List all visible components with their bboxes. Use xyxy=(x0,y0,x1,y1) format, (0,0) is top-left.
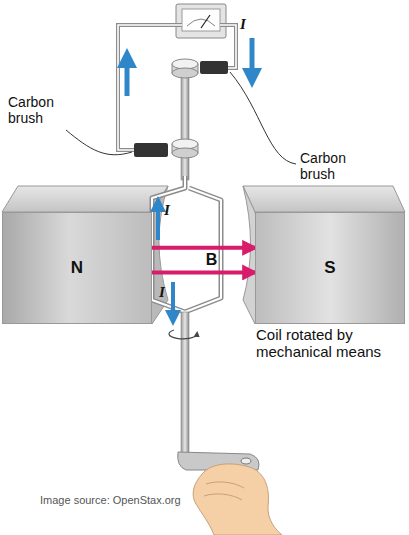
pole-letter: N xyxy=(71,258,83,278)
part-label: Carbon brush xyxy=(300,150,362,182)
current-arrow xyxy=(250,38,255,78)
pole-letter: S xyxy=(324,258,335,278)
meter-case xyxy=(176,4,226,38)
current-symbol: I xyxy=(240,16,246,33)
leader-line xyxy=(66,130,132,155)
magnet-pole: N xyxy=(2,212,152,324)
hand xyxy=(193,464,282,535)
shaft xyxy=(181,312,189,458)
crank-pin xyxy=(241,458,251,464)
magnet-top-face xyxy=(2,186,168,212)
part-label: Carbon brush xyxy=(8,94,70,126)
coil xyxy=(152,176,221,312)
rotation-arrow xyxy=(169,330,197,339)
caption-label: Coil rotated by mechanical means xyxy=(256,326,402,361)
carbon-brush xyxy=(134,143,168,157)
field-arrow xyxy=(152,270,255,274)
slip-ring xyxy=(172,59,198,78)
magnet-top-face xyxy=(243,186,405,212)
carbon-brush xyxy=(200,61,228,74)
meter-needle xyxy=(201,15,210,28)
field-arrow xyxy=(152,246,255,250)
slip-ring xyxy=(172,139,198,158)
field-label: B xyxy=(206,251,218,269)
meter-face xyxy=(182,9,220,31)
source-note: Image source: OpenStax.org xyxy=(40,494,240,507)
current-arrow xyxy=(125,58,130,96)
current-symbol: I xyxy=(159,284,165,301)
current-arrow xyxy=(156,204,160,240)
hand-finger xyxy=(204,482,244,500)
wire xyxy=(118,25,236,150)
leader-line xyxy=(230,72,296,164)
magnet-pole: S xyxy=(255,212,405,324)
current-arrow xyxy=(171,282,175,318)
current-symbol: I xyxy=(164,202,170,219)
meter-scale xyxy=(187,19,215,26)
